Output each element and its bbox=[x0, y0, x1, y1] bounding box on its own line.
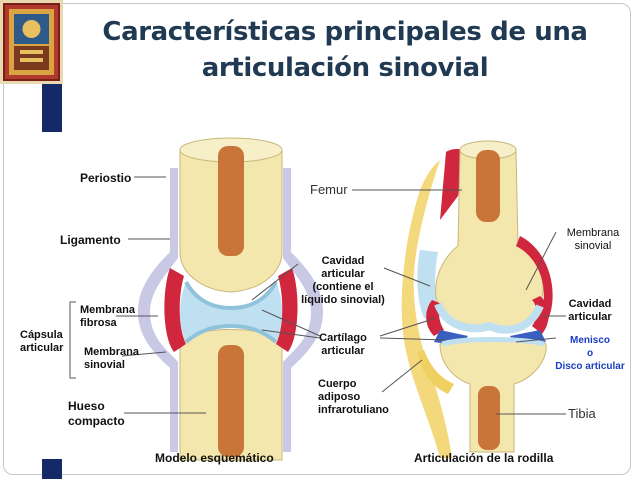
femur-label-box bbox=[306, 181, 352, 197]
slide-frame bbox=[3, 3, 631, 475]
tibia-label-box bbox=[566, 406, 608, 422]
slide-title: Características principales de una artic… bbox=[102, 17, 588, 83]
caption-articulacion-rodilla: Articulación de la rodilla bbox=[414, 451, 554, 465]
label-cartilago-articular: Cartílago articular bbox=[319, 332, 367, 357]
crest-logo bbox=[0, 0, 63, 84]
accent-square-bottom bbox=[42, 459, 62, 479]
label-membrana-sinovial-left: Membrana sinovial bbox=[84, 346, 140, 371]
label-menisco-line2: o bbox=[586, 348, 594, 359]
label-cuerpo-adiposo: Cuerpo adiposo infrarotuliano bbox=[318, 378, 389, 416]
label-hueso-compacto: Hueso compacto bbox=[68, 399, 125, 428]
label-periostio: Periostio bbox=[80, 171, 132, 185]
schematic-joint-drawing bbox=[138, 137, 323, 461]
label-menisco-line3: Disco articular bbox=[555, 361, 625, 372]
caption-modelo-esquematico: Modelo esquemático bbox=[155, 451, 274, 465]
accent-bar-top bbox=[42, 84, 62, 132]
label-tibia: Tibia bbox=[568, 406, 596, 421]
leader-lines bbox=[69, 176, 566, 415]
label-cavidad-articular-right: Cavidad articular bbox=[568, 298, 612, 323]
label-membrana-sinovial-right: Membrana sinovial bbox=[566, 227, 620, 252]
label-membrana-fibrosa: Membrana fibrosa bbox=[80, 304, 136, 329]
label-capsula-articular: Cápsula articular bbox=[20, 329, 64, 354]
label-ligamento: Ligamento bbox=[60, 233, 121, 247]
label-cavidad-articular-center: Cavidad articular (contiene el líquido s… bbox=[301, 255, 385, 306]
label-menisco: Menisco o Disco articular bbox=[548, 334, 632, 373]
label-menisco-line1: Menisco bbox=[569, 335, 610, 346]
label-femur: Femur bbox=[310, 182, 348, 197]
knee-joint-drawing bbox=[401, 140, 553, 458]
